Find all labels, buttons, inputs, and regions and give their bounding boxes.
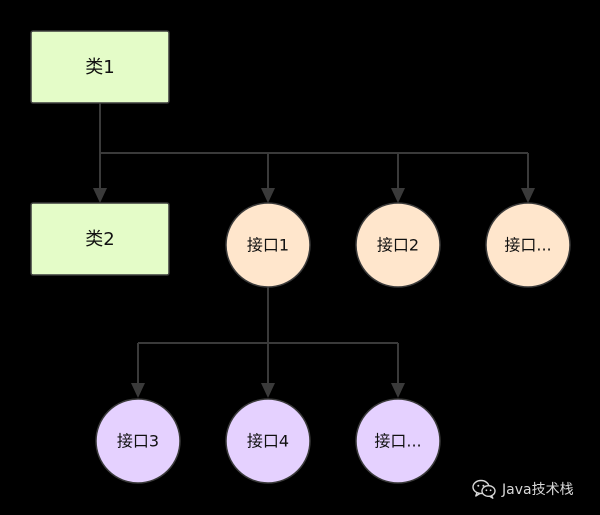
class1-box	[30, 30, 170, 104]
iface2-node: 接口2	[355, 202, 441, 288]
iface1-node: 接口1	[225, 202, 311, 288]
arrowhead-iface2	[391, 188, 405, 203]
class1-connectors	[93, 103, 535, 203]
class2-box	[30, 202, 170, 276]
class2-node: 类2	[30, 202, 170, 276]
arrowhead-iface4	[261, 383, 275, 398]
class1-label: 类1	[85, 57, 114, 78]
watermark-text: Java技术栈	[502, 482, 574, 498]
arrowhead-class2	[93, 188, 107, 203]
wechat-icon	[472, 479, 496, 499]
iface3-circle	[95, 398, 181, 484]
iface3-label: 接口3	[117, 432, 159, 451]
iface4-label: 接口4	[247, 432, 289, 451]
iface4-node: 接口4	[225, 398, 311, 484]
arrowhead-iface1	[261, 188, 275, 203]
iface3-node: 接口3	[95, 398, 181, 484]
iface-more-top-label: 接口...	[504, 236, 551, 255]
iface-more-bottom-label: 接口...	[374, 432, 421, 451]
arrowhead-iface-more-bottom	[391, 383, 405, 398]
iface-more-top-node: 接口...	[485, 202, 571, 288]
watermark: Java技术栈	[472, 477, 574, 501]
class1-node: 类1	[30, 30, 170, 104]
iface1-label: 接口1	[247, 236, 289, 255]
class2-label: 类2	[85, 229, 114, 250]
iface-more-bottom-circle	[355, 398, 441, 484]
iface1-circle	[225, 202, 311, 288]
iface1-connectors	[131, 287, 405, 398]
iface4-circle	[225, 398, 311, 484]
iface-more-bottom-node: 接口...	[355, 398, 441, 484]
iface2-circle	[355, 202, 441, 288]
iface2-label: 接口2	[377, 236, 419, 255]
arrowhead-iface3	[131, 383, 145, 398]
arrowhead-iface-more-top	[521, 188, 535, 203]
iface-more-top-circle	[485, 202, 571, 288]
